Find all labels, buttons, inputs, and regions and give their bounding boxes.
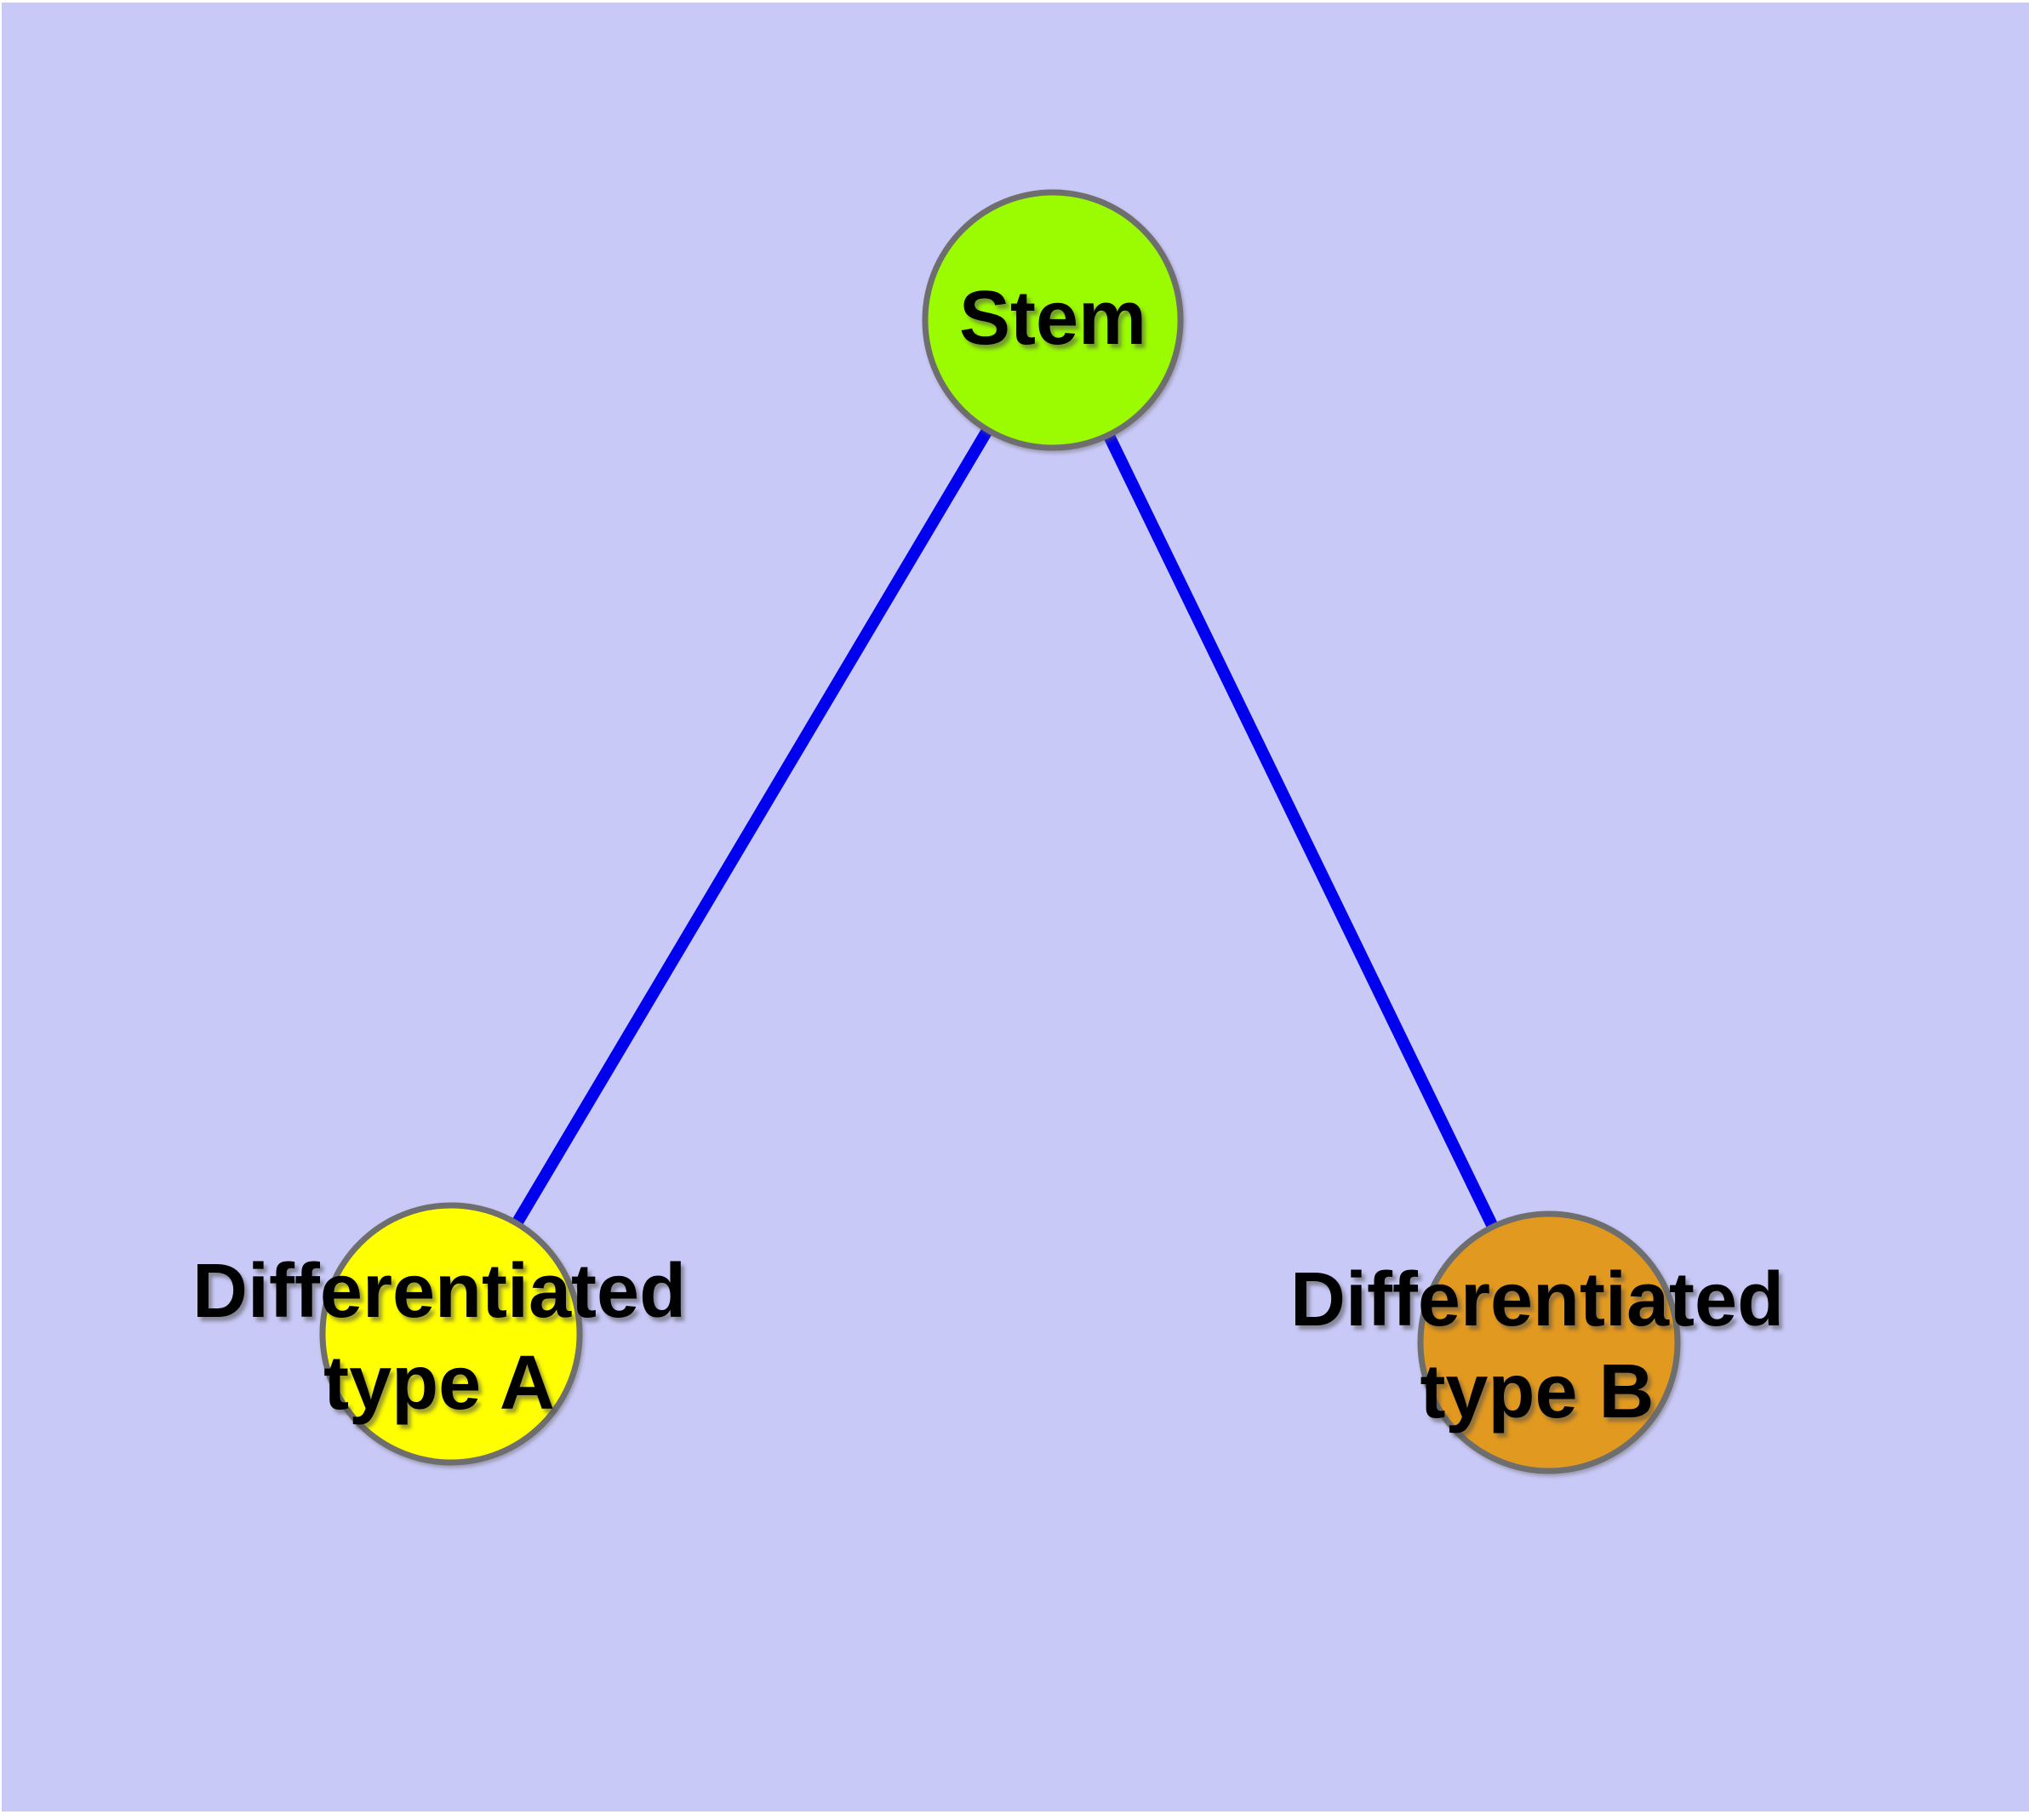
node-differentiated-type-a: [319, 1202, 583, 1466]
node-stem: [922, 189, 1184, 451]
edge-stem-to-typeA: [445, 317, 1059, 1337]
edge-stem-to-typeB: [1047, 317, 1555, 1346]
node-differentiated-type-b: [1417, 1210, 1681, 1474]
